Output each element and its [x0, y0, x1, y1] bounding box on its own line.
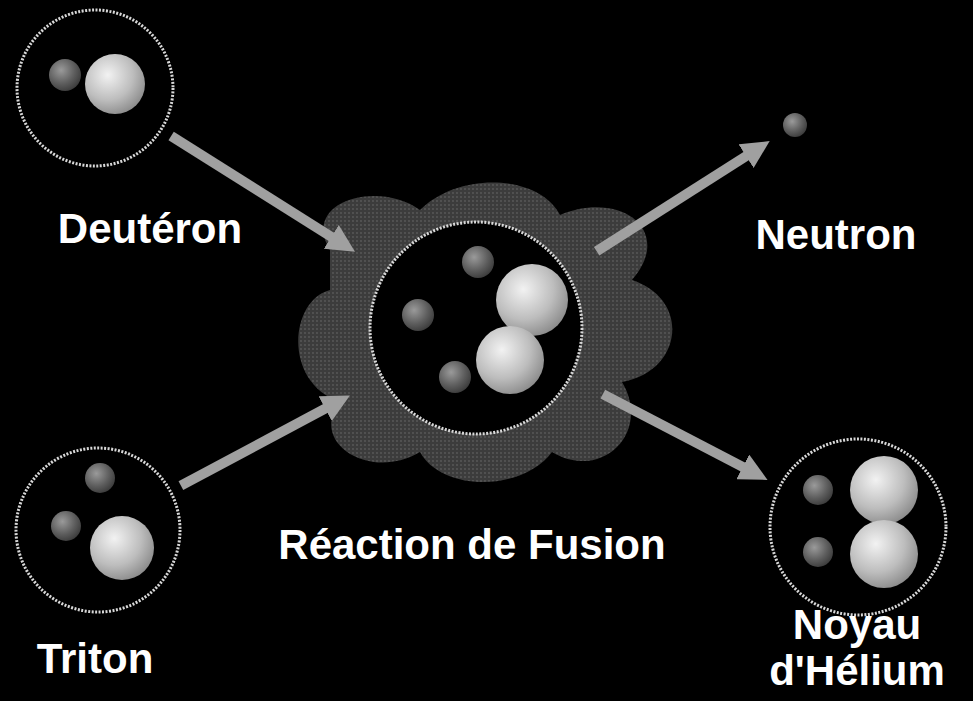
neutron-ball [439, 361, 471, 393]
neutron-ball [803, 537, 833, 567]
nucleus-drawing [15, 8, 175, 168]
nucleus-outline [16, 448, 180, 612]
neutron-ball [462, 246, 494, 278]
neutron-ball [783, 113, 807, 137]
neutron-ball [402, 299, 434, 331]
nucleus-drawing [768, 437, 948, 617]
nucleus-drawing [783, 113, 807, 137]
nucleus-drawing [14, 446, 182, 614]
neutron-ball [803, 475, 833, 505]
proton-ball [850, 456, 918, 524]
particle-label: Réaction de Fusion [278, 522, 665, 568]
particle-circle: Deutéron [15, 8, 175, 168]
neutron-ball [51, 511, 81, 541]
proton-ball [850, 520, 918, 588]
particle-label: Deutéron [58, 206, 242, 252]
particle-label: Noyau d'Hélium [747, 602, 967, 694]
proton-ball [90, 516, 154, 580]
neutron-ball [49, 59, 81, 91]
particle-circle: Triton [14, 446, 182, 614]
particle-label: Triton [37, 636, 154, 682]
reaction-arrow [603, 394, 744, 467]
particle-circle: Noyau d'Hélium [768, 437, 948, 617]
fusion-cloud [298, 182, 672, 482]
nucleus-drawing [368, 220, 584, 436]
proton-ball [85, 54, 145, 114]
particle-label: Neutron [756, 212, 917, 258]
particle-circle: Neutron [783, 113, 807, 137]
reaction-arrow [597, 156, 747, 252]
nucleus-outline [770, 439, 946, 615]
nucleus-outline [370, 222, 582, 434]
neutron-ball [85, 463, 115, 493]
proton-ball [496, 264, 568, 336]
proton-ball [476, 326, 544, 394]
reaction-arrow [181, 408, 326, 486]
particle-circle: Réaction de Fusion [368, 220, 584, 436]
nucleus-outline [17, 10, 173, 166]
